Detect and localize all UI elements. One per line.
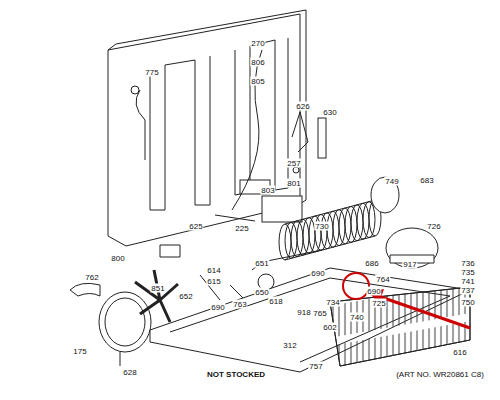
- callout-number: 737: [460, 286, 475, 295]
- callout-number: 615: [206, 277, 221, 286]
- callout-number: 628: [122, 368, 137, 377]
- callout-number: 805: [250, 77, 265, 86]
- callout-number: 763: [232, 300, 247, 309]
- callout-number: 749: [384, 177, 399, 186]
- callout-number: 686: [364, 259, 379, 268]
- callout-number: 735: [460, 268, 475, 277]
- callout-number: 734: [325, 298, 340, 307]
- callout-number: 652: [178, 292, 193, 301]
- callout-number: 630: [322, 108, 337, 117]
- callout-number: 651: [254, 259, 269, 268]
- callout-number: 762: [84, 273, 99, 282]
- callout-number: 602: [322, 323, 337, 332]
- coil-edge: [285, 236, 375, 260]
- callout-number: 175: [72, 347, 87, 356]
- highlight: [343, 273, 470, 328]
- callout-number: 917: [402, 260, 417, 269]
- coil-edge: [285, 200, 375, 224]
- callout-number: 225: [234, 224, 249, 233]
- callout-number: 616: [452, 348, 467, 357]
- callout-number: 690: [366, 287, 381, 296]
- callout-number: 270: [250, 39, 265, 48]
- condenser-coil: [279, 200, 381, 260]
- callout-number: 726: [426, 222, 441, 231]
- callout-number: 764: [375, 275, 390, 284]
- callout-number: 626: [295, 102, 310, 111]
- callout-number: 614: [206, 266, 221, 275]
- callout-number: 730: [314, 222, 329, 231]
- callout-number: 750: [460, 298, 475, 307]
- callout-number: 765: [312, 309, 327, 318]
- callout-number: 740: [349, 313, 364, 322]
- callout-number: 800: [110, 254, 125, 263]
- callout-number: 618: [268, 297, 283, 306]
- callout-number: 690: [310, 269, 325, 278]
- callout-number: 918: [296, 308, 311, 317]
- callout-number: 625: [188, 222, 203, 231]
- callout-number: 690: [210, 303, 225, 312]
- callout-number: 775: [144, 68, 159, 77]
- callout-number: 736: [460, 259, 475, 268]
- callout-number: 801: [286, 179, 301, 188]
- callout-number: 312: [282, 341, 297, 350]
- callout-number: 741: [460, 277, 475, 286]
- callout-number: 257: [286, 159, 301, 168]
- callout-number: 803: [260, 186, 275, 195]
- back-panel: [108, 10, 306, 246]
- callout-number: 683: [419, 176, 434, 185]
- base-pan: [150, 268, 470, 372]
- callout-number: 650: [254, 288, 269, 297]
- note-text: NOT STOCKED: [206, 370, 266, 379]
- callout-number: 851: [150, 284, 165, 293]
- callout-number: 725: [371, 299, 386, 308]
- callout-number: 757: [308, 362, 323, 371]
- note-text: (ART NO. WR20861 C8): [395, 370, 485, 379]
- callout-number: 806: [250, 58, 265, 67]
